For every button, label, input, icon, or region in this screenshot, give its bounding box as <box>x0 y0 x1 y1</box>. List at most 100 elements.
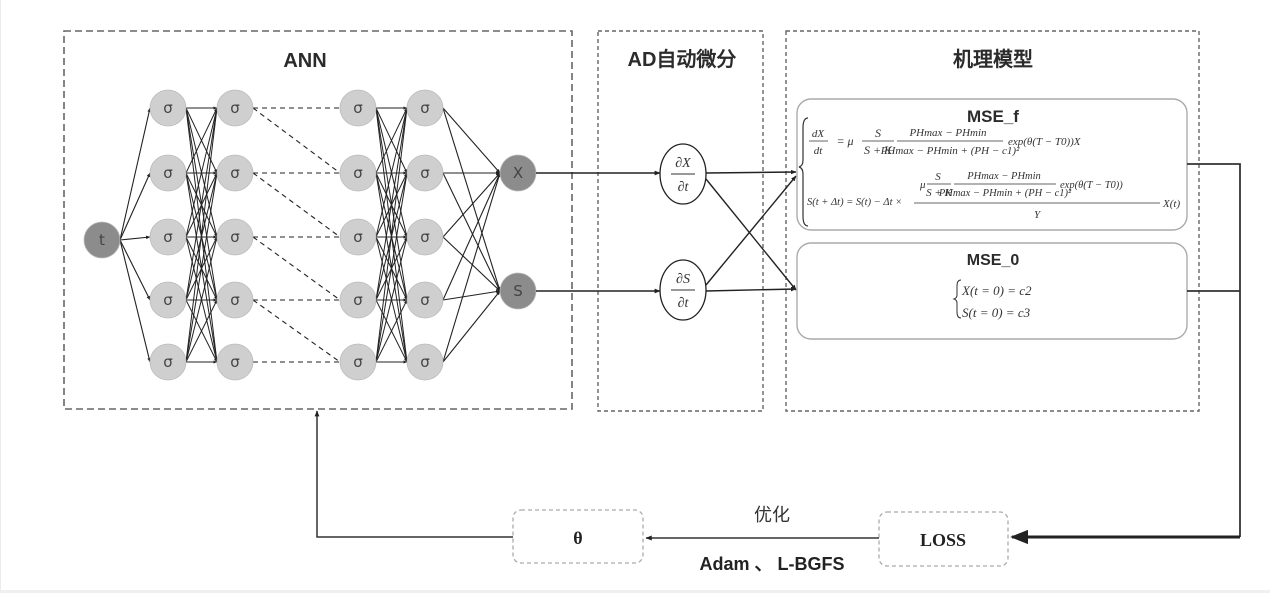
svg-text:μ: μ <box>919 179 926 191</box>
hidden-node: σ <box>149 343 187 381</box>
hidden-node: σ <box>216 343 254 381</box>
svg-text:exp(θ(T − T0))X: exp(θ(T − T0))X <box>1008 136 1082 148</box>
output-edge <box>442 290 501 363</box>
hidden-edge <box>375 107 409 301</box>
output-edge <box>442 172 501 238</box>
hidden-edge <box>375 172 408 363</box>
omitted-layers-edge <box>252 107 341 174</box>
svg-text:Y: Y <box>1034 209 1042 221</box>
hidden-node-label: σ <box>230 228 240 246</box>
mechanism-section-box <box>785 30 1200 412</box>
hidden-node-label: σ <box>163 164 173 182</box>
mse-0-equation-2: S(t = 0) = c3 <box>962 305 1031 320</box>
hidden-node-label: σ <box>353 353 363 371</box>
hidden-edge <box>185 172 218 363</box>
hidden-node: σ <box>149 89 187 127</box>
omitted-layers-edge <box>252 172 341 238</box>
hidden-node-label: σ <box>230 99 240 117</box>
hidden-node-label: σ <box>420 291 430 309</box>
output-edge <box>442 289 501 301</box>
mse-f-box: MSE_f dX dt = μ S S + K PHmax − PHmin PH… <box>796 98 1188 231</box>
hidden-node: σ <box>216 281 254 319</box>
hidden-edge <box>375 107 408 238</box>
ann-title: ANN <box>283 50 326 72</box>
optimizers-label: Adam 、 L-BGFS <box>699 554 844 574</box>
hidden-node: σ <box>339 154 377 192</box>
svg-text:PHmax − PHmin: PHmax − PHmin <box>908 127 987 139</box>
output-edge <box>442 107 501 174</box>
hidden-node: σ <box>339 281 377 319</box>
hidden-edge <box>375 107 409 363</box>
dsdt-numerator: ∂S <box>676 272 690 287</box>
svg-text:PHmax − PHmin + (PH − c1)²: PHmax − PHmin + (PH − c1)² <box>880 145 1020 157</box>
svg-text:PHmax − PHmin: PHmax − PHmin <box>966 171 1041 182</box>
loss-label: LOSS <box>920 530 966 550</box>
output-edge <box>442 107 501 292</box>
dxdt-numerator: ∂X <box>675 156 691 171</box>
output-edge <box>442 172 501 363</box>
hidden-node-label: σ <box>353 164 363 182</box>
svg-text:dt: dt <box>814 145 824 157</box>
dxdt-node: ∂X ∂t <box>659 143 707 205</box>
ad-section-box <box>597 30 764 412</box>
mse-0-title: MSE_0 <box>967 252 1020 269</box>
mse-f-equation-1: dX dt = μ S S + K PHmax − PHmin PHmax − … <box>809 126 1082 157</box>
theta-box: θ <box>512 509 644 564</box>
mse-0-equation-1: X(t = 0) = c2 <box>961 283 1032 298</box>
svg-text:S: S <box>875 126 881 140</box>
dxdt-denominator: ∂t <box>678 180 690 195</box>
hidden-node: σ <box>339 218 377 256</box>
theta-to-ann-arrow <box>314 410 513 538</box>
svg-text:S + K: S + K <box>864 143 893 157</box>
input-node-t: t <box>83 221 121 259</box>
hidden-edge <box>185 107 218 174</box>
hidden-node-label: σ <box>353 228 363 246</box>
output-edge <box>442 236 501 292</box>
svg-text:PHmax − PHmin + (PH − c1)²: PHmax − PHmin + (PH − c1)² <box>938 188 1072 199</box>
hidden-node: σ <box>149 281 187 319</box>
hidden-node-label: σ <box>163 99 173 117</box>
svg-text:S: S <box>935 171 941 183</box>
output-node-x-label: X <box>513 164 523 182</box>
hidden-node: σ <box>339 343 377 381</box>
dxdt-to-msef-arrow <box>705 169 797 175</box>
input-edge <box>119 235 151 241</box>
mechanism-title: 机理模型 <box>953 47 1033 71</box>
omitted-layers-edge <box>252 299 341 363</box>
hidden-node-label: σ <box>420 228 430 246</box>
output-node-s-label: S <box>513 282 523 300</box>
svg-text:S(t + Δt) = S(t) − Δt ×: S(t + Δt) = S(t) − Δt × <box>807 197 902 208</box>
hidden-node-label: σ <box>230 291 240 309</box>
input-edge <box>119 239 151 301</box>
hidden-node-label: σ <box>163 353 173 371</box>
input-edge <box>119 239 151 363</box>
hidden-node: σ <box>406 218 444 256</box>
hidden-node: σ <box>406 154 444 192</box>
output-edge <box>442 172 501 301</box>
hidden-node-label: σ <box>353 99 363 117</box>
hidden-edge <box>185 299 218 363</box>
network-edges <box>119 106 501 364</box>
svg-text:dX: dX <box>812 128 826 140</box>
hidden-edge <box>375 299 408 363</box>
omitted-layers-edge <box>252 236 341 301</box>
ad-title: AD自动微分 <box>628 47 737 71</box>
svg-text:X(t): X(t) <box>1162 198 1180 210</box>
mse-f-brace <box>798 117 809 227</box>
hidden-edge <box>185 107 219 363</box>
dsdt-node: ∂S ∂t <box>659 259 707 321</box>
hidden-edge <box>185 107 218 238</box>
input-node-t-label: t <box>99 231 105 249</box>
optimization-label: 优化 <box>754 505 790 526</box>
hidden-node: σ <box>216 218 254 256</box>
hidden-node: σ <box>149 154 187 192</box>
hidden-node-label: σ <box>353 291 363 309</box>
hidden-node-label: σ <box>230 353 240 371</box>
hidden-edge <box>185 107 219 301</box>
hidden-edge <box>375 107 408 174</box>
hidden-node: σ <box>149 218 187 256</box>
hidden-edge <box>185 236 218 363</box>
mse-f-equation-2: S(t + Δt) = S(t) − Δt × μ S S + K PHmax … <box>807 171 1180 221</box>
